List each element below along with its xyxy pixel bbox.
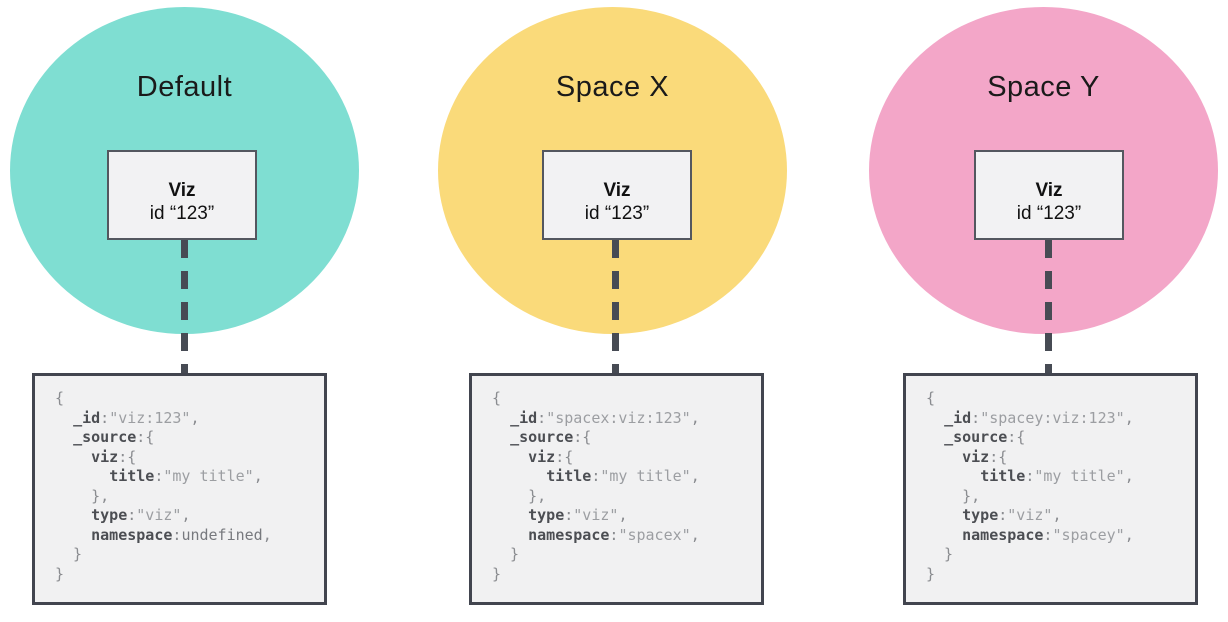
code-line: { <box>926 389 936 407</box>
connector-dashed-line <box>181 240 188 373</box>
code-line: } <box>492 545 520 563</box>
code-line: type:"viz", <box>962 506 1062 524</box>
code-line: viz:{ <box>528 447 574 466</box>
code-box: { _id:"spacex:viz:123", _source:{ viz:{ … <box>469 373 764 605</box>
document-json: { _id:"viz:123", _source:{ viz:{ title:"… <box>35 376 324 584</box>
code-line: { <box>55 389 65 407</box>
code-line: }, <box>492 486 547 505</box>
code-box: { _id:"viz:123", _source:{ viz:{ title:"… <box>32 373 327 605</box>
viz-box-title: Viz <box>168 180 196 201</box>
code-line: }, <box>55 486 110 505</box>
viz-box-id: id “123” <box>584 203 650 224</box>
viz-box-id: id “123” <box>1016 203 1082 224</box>
code-line: } <box>492 564 502 583</box>
code-line: namespace:undefined, <box>91 525 272 544</box>
viz-box-id: id “123” <box>149 203 215 224</box>
viz-box-title: Viz <box>603 180 631 201</box>
code-line: _id:"spacex:viz:123", <box>510 408 700 427</box>
code-line: _id:"viz:123", <box>73 408 200 427</box>
space-title: Space Y <box>987 71 1100 103</box>
code-line: title:"my title", <box>980 467 1134 485</box>
connector-dashed-line <box>1045 240 1052 373</box>
code-line: } <box>55 564 65 583</box>
space-title: Space X <box>555 71 670 103</box>
code-line: type:"viz", <box>91 506 191 524</box>
document-json: { _id:"spacey:viz:123", _source:{ viz:{ … <box>906 376 1195 584</box>
viz-box-title: Viz <box>1035 180 1063 201</box>
code-line: type:"viz", <box>528 506 628 524</box>
code-line: _source:{ <box>73 428 155 446</box>
code-line: namespace:"spacey", <box>962 525 1134 544</box>
space-title: Default <box>136 71 233 103</box>
viz-object-box: Viz id “123” <box>974 150 1124 240</box>
viz-object-box: Viz id “123” <box>107 150 257 240</box>
code-line: namespace:"spacex", <box>528 525 700 544</box>
code-line: viz:{ <box>91 447 137 466</box>
code-line: title:"my title", <box>546 467 700 485</box>
code-line: _source:{ <box>510 428 592 446</box>
code-line: } <box>926 564 936 583</box>
viz-object-box: Viz id “123” <box>542 150 692 240</box>
code-line: _source:{ <box>944 428 1026 446</box>
code-line: } <box>55 545 83 563</box>
code-line: viz:{ <box>962 447 1008 466</box>
code-line: title:"my title", <box>109 467 263 485</box>
document-json: { _id:"spacex:viz:123", _source:{ viz:{ … <box>472 376 761 584</box>
code-line: }, <box>926 486 981 505</box>
code-line: _id:"spacey:viz:123", <box>944 408 1134 427</box>
code-box: { _id:"spacey:viz:123", _source:{ viz:{ … <box>903 373 1198 605</box>
connector-dashed-line <box>612 240 619 373</box>
code-line: } <box>926 545 954 563</box>
code-line: { <box>492 389 502 407</box>
